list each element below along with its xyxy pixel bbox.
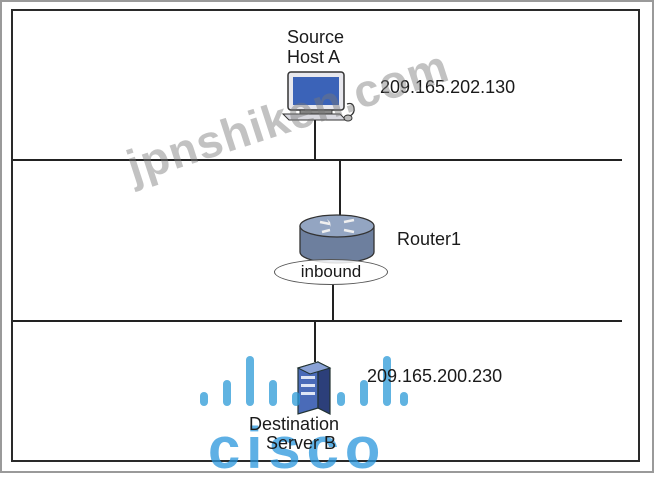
- source-title: Source: [287, 27, 345, 47]
- router-icon: [299, 214, 375, 264]
- computer-icon: [281, 71, 355, 122]
- source-host-name: Host A: [287, 47, 341, 67]
- source-ip-address: 209.165.202.130: [380, 77, 516, 97]
- destination-title: Destination: [249, 414, 340, 434]
- diagram-border: [11, 9, 640, 462]
- server-icon: [296, 361, 332, 415]
- destination-server-name: Server B: [266, 433, 337, 453]
- router-name: Router1: [397, 229, 462, 249]
- cisco-logo: [200, 356, 408, 406]
- destination-ip-address: 209.165.200.230: [367, 366, 503, 386]
- cisco-logo-wordmark: cisco: [208, 416, 387, 481]
- inbound-interface-label: inbound: [274, 259, 388, 285]
